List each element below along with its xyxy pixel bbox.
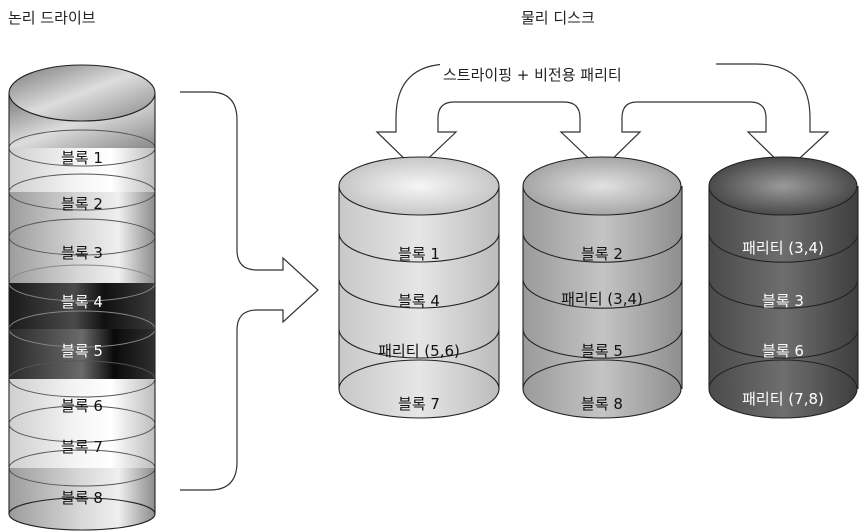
logical-drive: 블록 1 블록 2 블록 3 블록 4 블록 5 블록 6 블록 7 블록 8 — [8, 64, 156, 531]
logical-block-label: 블록 8 — [61, 489, 103, 507]
logical-drive-title: 논리 드라이브 — [8, 9, 96, 27]
physical-disk-3: 패리티 (3,4) 블록 3 블록 6 패리티 (7,8) — [708, 156, 859, 419]
logical-block-label: 블록 1 — [61, 149, 103, 167]
disk-block-label: 패리티 (7,8) — [742, 390, 824, 408]
striping-arrow-icon — [375, 63, 830, 171]
disk-block-label: 패리티 (3,4) — [561, 290, 643, 308]
striping-parity-label: 스트라이핑 + 비전용 패리티 — [443, 66, 622, 84]
physical-disk-title: 물리 디스크 — [521, 9, 595, 27]
logical-block-label: 블록 4 — [61, 293, 103, 311]
disk-block-label: 블록 7 — [398, 395, 440, 413]
logical-block-label: 블록 3 — [61, 244, 103, 262]
disk-block-label: 블록 8 — [581, 395, 623, 413]
disk-block-label: 블록 4 — [398, 292, 440, 310]
disk-block-label: 패리티 (3,4) — [742, 239, 824, 257]
physical-disk-1: 블록 1 블록 4 패리티 (5,6) 블록 7 — [338, 156, 500, 419]
logical-block-label: 블록 2 — [61, 195, 103, 213]
disk-block-label: 블록 5 — [581, 342, 623, 360]
disk-block-label: 패리티 (5,6) — [378, 342, 460, 360]
logical-block-label: 블록 7 — [61, 438, 103, 456]
disk-block-label: 블록 1 — [398, 245, 440, 263]
logical-block-label: 블록 6 — [61, 397, 103, 415]
disk-block-label: 블록 3 — [762, 292, 804, 310]
logical-block-label: 블록 5 — [61, 342, 103, 360]
brace-arrow-icon — [180, 91, 319, 491]
disk-block-label: 블록 6 — [762, 342, 804, 360]
disk-block-label: 블록 2 — [581, 245, 623, 263]
physical-disk-2: 블록 2 패리티 (3,4) 블록 5 블록 8 — [522, 156, 683, 419]
